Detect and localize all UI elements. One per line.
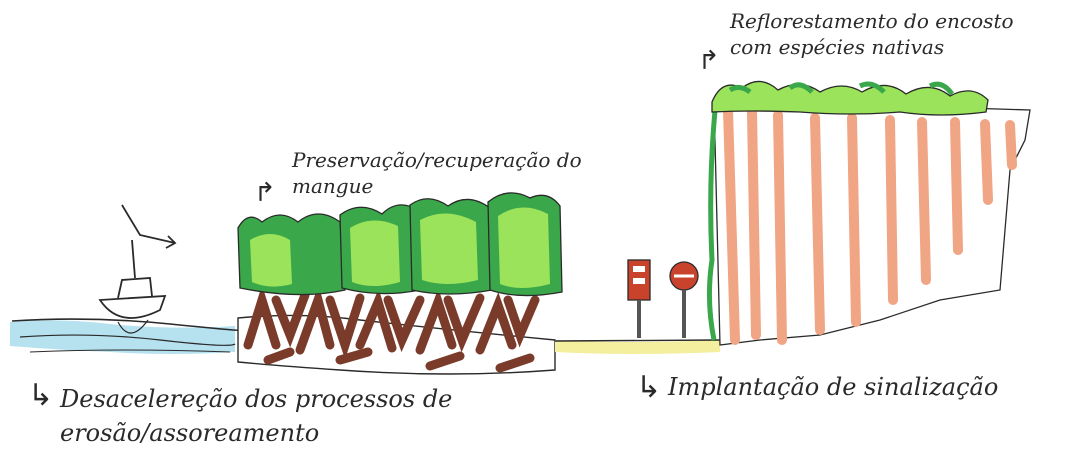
mangrove-line-1: Preservação/recuperação do: [292, 147, 582, 173]
corner-arrow-icon: ↱: [698, 46, 720, 76]
corner-arrow-icon: ↱: [254, 178, 276, 208]
sign-post-icon: [628, 260, 650, 338]
mangrove-canopy: [238, 193, 562, 296]
round-sign-icon: [670, 262, 698, 338]
mangrove-label: Preservação/recuperação do mangue: [292, 147, 582, 199]
return-arrow-icon: ↳: [28, 378, 53, 413]
erosion-line-1: Desacelereção dos processos de: [60, 382, 452, 416]
trail: [555, 340, 720, 354]
trail-line: [555, 340, 720, 341]
reforestation-label: Reflorestamento do encosto com espécies …: [730, 8, 1014, 60]
mangrove-line-2: mangue: [292, 173, 582, 199]
erosion-label: Desacelereção dos processos de erosão/as…: [60, 382, 452, 450]
reforestation-line-2: com espécies nativas: [730, 34, 1014, 60]
return-arrow-icon: ↳: [636, 370, 661, 405]
signage-label: Implantação de sinalização: [668, 372, 998, 402]
boat-icon: [100, 205, 175, 333]
reforestation-line-1: Reflorestamento do encosto: [730, 8, 1014, 34]
erosion-line-2: erosão/assoreamento: [60, 416, 452, 450]
cliff: [709, 100, 1030, 345]
